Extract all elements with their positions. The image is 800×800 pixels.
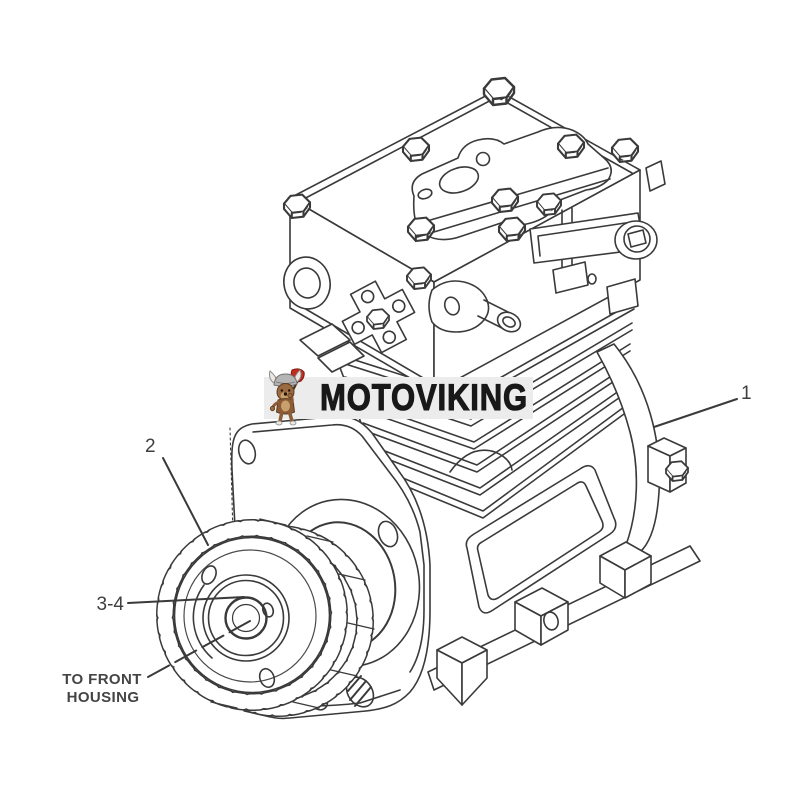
callout-2-label: 2 <box>145 436 156 457</box>
gear-tooth-flanks <box>210 518 375 718</box>
front-housing-note-line2: HOUSING <box>67 689 140 706</box>
callout-3-4-label: 3-4 <box>97 594 125 615</box>
right-bracket <box>529 160 666 315</box>
watermark: MOTOVIKING <box>264 368 533 426</box>
gear-hub <box>192 574 290 662</box>
cylinder-head <box>282 76 666 393</box>
mounting-feet <box>436 541 652 706</box>
leader-3-4 <box>127 596 245 604</box>
side-fitting-block <box>647 437 689 493</box>
leader-front-housing <box>147 620 251 678</box>
viking-dog-mascot-icon <box>269 368 305 426</box>
leader-lines <box>127 398 738 678</box>
brand-text: MOTOVIKING <box>320 377 528 418</box>
inlet-port <box>283 256 331 310</box>
front-housing-note-line1: TO FRONT <box>62 671 142 688</box>
leader-2 <box>162 457 209 546</box>
drive-gear <box>156 518 375 718</box>
leader-1 <box>653 398 738 428</box>
callout-1-label: 1 <box>741 383 752 404</box>
unloader-fitting <box>428 280 522 333</box>
watermark-band <box>264 377 533 419</box>
crankcase <box>427 343 701 706</box>
